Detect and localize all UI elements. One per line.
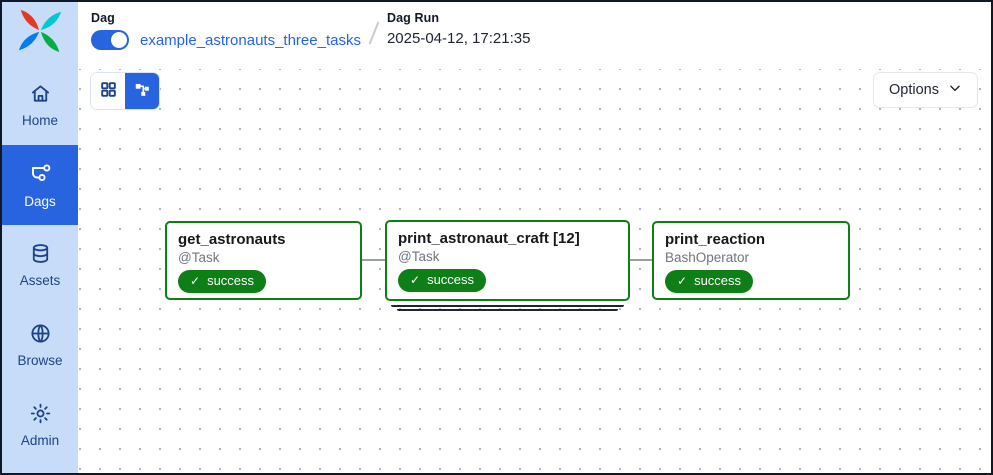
dags-graph-icon <box>28 162 52 186</box>
dag-run-timestamp: 2025-04-12, 17:21:35 <box>386 30 531 47</box>
toggle-knob <box>111 32 127 48</box>
status-badge: ✓ success <box>398 269 487 292</box>
mapped-task-stack-line <box>391 305 624 307</box>
dag-crumb: Dag example_astronauts_three_tasks <box>91 11 361 50</box>
status-badge: ✓ success <box>665 270 754 293</box>
airflow-logo-icon <box>18 9 62 53</box>
options-button-label: Options <box>889 82 939 98</box>
gear-icon <box>29 402 52 425</box>
airflow-pinwheel-logo[interactable] <box>2 2 78 65</box>
task-node-print_astronaut_craft[interactable]: print_astronaut_craft [12] @Task ✓ succe… <box>385 220 630 301</box>
task-operator: BashOperator <box>665 250 750 265</box>
task-title: get_astronauts <box>178 231 286 248</box>
grid-icon <box>99 80 118 102</box>
graph-canvas[interactable]: Options get_astronauts @Task ✓ success <box>78 69 991 473</box>
edge-print_astronaut_craft-to-print_reaction <box>630 259 652 261</box>
options-button[interactable]: Options <box>873 72 978 108</box>
check-icon: ✓ <box>677 273 688 288</box>
status-badge: ✓ success <box>178 270 267 293</box>
breadcrumb-header: Dag example_astronauts_three_tasks Dag R… <box>78 2 991 69</box>
sidebar-item-assets[interactable]: Assets <box>2 225 78 305</box>
database-icon <box>29 242 52 265</box>
home-icon <box>29 82 52 105</box>
sidebar-item-browse[interactable]: Browse <box>2 305 78 385</box>
sidebar-item-home[interactable]: Home <box>2 65 78 145</box>
sidebar: Home Dags Assets <box>2 2 78 473</box>
dag-pause-toggle[interactable] <box>91 30 129 50</box>
sidebar-item-admin[interactable]: Admin <box>2 385 78 465</box>
sidebar-item-label: Assets <box>19 273 61 288</box>
chevron-down-icon <box>948 81 962 99</box>
check-icon: ✓ <box>410 272 421 287</box>
sidebar-item-dags[interactable]: Dags <box>2 145 78 225</box>
sidebar-item-label: Admin <box>20 433 60 448</box>
check-icon: ✓ <box>190 273 201 288</box>
graph-icon <box>133 80 152 102</box>
dag-run-label: Dag Run <box>386 11 440 25</box>
globe-icon <box>29 322 52 345</box>
grid-view-button[interactable] <box>91 73 125 109</box>
status-label: success <box>694 273 742 288</box>
view-toggle-group <box>90 72 160 110</box>
task-operator: @Task <box>398 249 440 264</box>
mapped-task-stack-line <box>397 309 618 311</box>
edge-get_astronauts-to-print_astronaut_craft <box>362 259 385 261</box>
sidebar-item-label: Browse <box>17 353 63 368</box>
status-label: success <box>207 273 255 288</box>
task-title: print_astronaut_craft [12] <box>398 230 580 247</box>
task-operator: @Task <box>178 250 220 265</box>
task-node-get_astronauts[interactable]: get_astronauts @Task ✓ success <box>165 221 362 300</box>
sidebar-item-label: Dags <box>24 193 56 209</box>
main-area: Dag example_astronauts_three_tasks Dag R… <box>78 2 991 473</box>
task-title: print_reaction <box>665 231 766 248</box>
dag-label: Dag <box>91 11 115 25</box>
breadcrumb-separator <box>368 21 380 45</box>
status-label: success <box>427 272 475 287</box>
sidebar-item-label: Home <box>21 113 58 128</box>
graph-view-button[interactable] <box>125 73 159 109</box>
dag-name-link[interactable]: example_astronauts_three_tasks <box>140 31 361 49</box>
dag-run-crumb: Dag Run 2025-04-12, 17:21:35 <box>387 11 530 47</box>
task-node-print_reaction[interactable]: print_reaction BashOperator ✓ success <box>652 221 850 300</box>
